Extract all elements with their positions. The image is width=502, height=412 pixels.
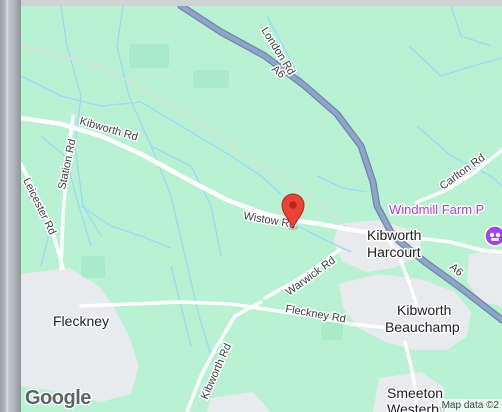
town-label-smeeton-1: Smeeton <box>387 385 443 401</box>
roads <box>21 114 502 412</box>
farm-poi-icon[interactable] <box>484 225 502 247</box>
town-label-kibworth-beauchamp-1: Kibworth <box>397 302 451 318</box>
a6-highway <box>178 6 502 323</box>
town-label-kibworth-harcourt-2: Harcourt <box>367 244 421 260</box>
poi-label-windmill-farm[interactable]: Windmill Farm P <box>388 201 486 219</box>
location-pin-icon[interactable] <box>281 193 305 230</box>
map-view[interactable]: London Rd A6 Kibworth Rd Station Rd Leic… <box>21 6 502 412</box>
google-logo[interactable]: Google <box>25 387 91 409</box>
town-label-kibworth-beauchamp-2: Beauchamp <box>385 319 460 335</box>
town-label-smeeton-2: Westerby <box>387 401 446 412</box>
old-railway <box>21 45 352 233</box>
map-canvas[interactable]: London Rd A6 Kibworth Rd Station Rd Leic… <box>21 6 502 412</box>
background-window-edge <box>0 0 21 412</box>
woodland-patches <box>81 44 343 340</box>
town-label-kibworth-harcourt-1: Kibworth <box>367 227 421 243</box>
map-attribution[interactable]: Map data ©2 <box>438 399 502 412</box>
town-label-fleckney: Fleckney <box>53 313 109 329</box>
